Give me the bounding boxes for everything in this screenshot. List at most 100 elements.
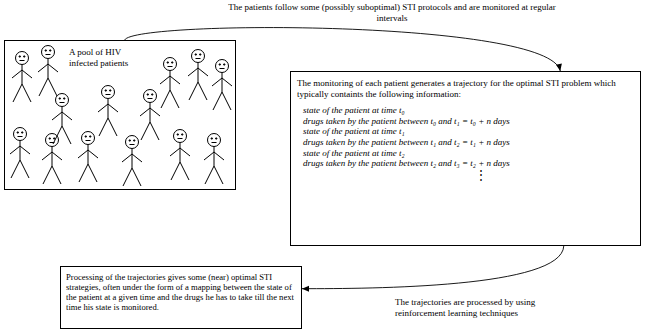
box-text: A pool of HIV infected patients — [69, 47, 133, 68]
patient-pool-box: A pool of HIV infected patients — [4, 40, 236, 190]
figure-head — [56, 94, 69, 107]
box-text: state of the patient at time t₂ — [297, 148, 634, 159]
stick-figure — [160, 58, 180, 109]
figure-eye — [216, 138, 217, 139]
figure-head — [46, 134, 59, 147]
connector-line — [125, 28, 561, 71]
figure-head — [216, 60, 229, 73]
figure-head — [82, 132, 95, 145]
stick-figure — [42, 134, 62, 185]
figure-eye — [85, 136, 86, 137]
figure-arms — [52, 112, 72, 120]
figure-eye — [24, 56, 25, 57]
figure-arms — [122, 154, 142, 162]
stick-figure — [38, 46, 58, 97]
trajectory-box: The monitoring of each patient generates… — [290, 71, 641, 246]
curved-arrow — [125, 28, 562, 71]
stick-figure — [10, 128, 30, 179]
stick-figure — [170, 130, 190, 181]
figure-eye — [54, 138, 55, 139]
figure-eye — [50, 50, 51, 51]
figure-arms — [10, 146, 30, 154]
figure-eye — [45, 50, 46, 51]
box-text: Processing of the trajectories gives som… — [66, 272, 296, 313]
figure-legs — [205, 166, 223, 184]
figure-mouth — [168, 66, 173, 67]
figure-arms — [140, 108, 160, 116]
box-text: drugs taken by the patient between t₀ an… — [297, 116, 634, 127]
figure-head — [144, 90, 157, 103]
figure-mouth — [178, 138, 183, 139]
figure-body — [20, 141, 21, 161]
figure-body — [108, 99, 109, 119]
figure-mouth — [106, 94, 111, 95]
figure-body — [214, 147, 215, 167]
figure-mouth — [220, 68, 225, 69]
figure-eye — [63, 98, 64, 99]
figure-head — [42, 46, 55, 59]
figure-eye — [90, 136, 91, 137]
figure-legs — [141, 122, 159, 140]
stick-figure — [204, 134, 224, 185]
figure-body — [222, 73, 223, 93]
figure-eye — [105, 90, 106, 91]
figure-arms — [188, 68, 208, 76]
figure-legs — [99, 118, 117, 136]
figure-body — [52, 147, 53, 167]
figure-body — [22, 65, 23, 85]
figure-body — [132, 149, 133, 169]
stick-figure — [78, 132, 98, 183]
figure-eye — [172, 62, 173, 63]
figure-mouth — [130, 144, 135, 145]
figure-eye — [182, 134, 183, 135]
arrow-head — [302, 286, 309, 292]
figure-eye — [147, 94, 148, 95]
figure-eye — [167, 62, 168, 63]
edge-label: The patients follow some (possibly subop… — [222, 2, 562, 24]
figure-head — [102, 86, 115, 99]
figure-arms — [78, 150, 98, 158]
figure-mouth — [46, 54, 51, 55]
box-text: state of the patient at time t₀ — [297, 105, 634, 116]
figure-arms — [38, 64, 58, 72]
box-text: state of the patient at time t₁ — [297, 126, 634, 137]
stick-figure — [140, 90, 160, 141]
stick-figure — [98, 86, 118, 137]
figure-eye — [17, 132, 18, 133]
figure-eye — [59, 98, 60, 99]
figure-legs — [11, 160, 29, 178]
figure-body — [48, 59, 49, 79]
figure-legs — [13, 84, 31, 102]
figure-head — [16, 52, 29, 65]
stick-figure — [212, 60, 232, 111]
stick-figure — [188, 50, 208, 101]
figure-mouth — [50, 142, 55, 143]
figure-mouth — [196, 58, 201, 59]
figure-mouth — [18, 136, 23, 137]
figure-mouth — [86, 140, 91, 141]
figure-legs — [189, 82, 207, 100]
figure-eye — [211, 138, 212, 139]
figure-legs — [123, 168, 141, 186]
figure-eye — [200, 54, 201, 55]
figure-arms — [42, 152, 62, 160]
figure-eye — [49, 138, 50, 139]
figure-eye — [177, 134, 178, 135]
figure-eye — [224, 64, 225, 65]
figure-legs — [213, 92, 231, 110]
box-text: ⋮ — [297, 169, 634, 181]
figure-arms — [212, 78, 232, 86]
figure-head — [164, 58, 177, 71]
arrow-head — [556, 64, 562, 71]
figure-mouth — [148, 98, 153, 99]
figure-body — [62, 107, 63, 127]
figure-legs — [39, 78, 57, 96]
edge-label: The trajectories are processed by using … — [393, 297, 579, 319]
figure-eye — [195, 54, 196, 55]
stick-figure — [122, 136, 142, 187]
box-text: drugs taken by the patient between t₂ an… — [297, 158, 634, 169]
figure-body — [170, 71, 171, 91]
figure-legs — [43, 166, 61, 184]
figure-head — [208, 134, 221, 147]
curved-arrow — [302, 246, 564, 292]
